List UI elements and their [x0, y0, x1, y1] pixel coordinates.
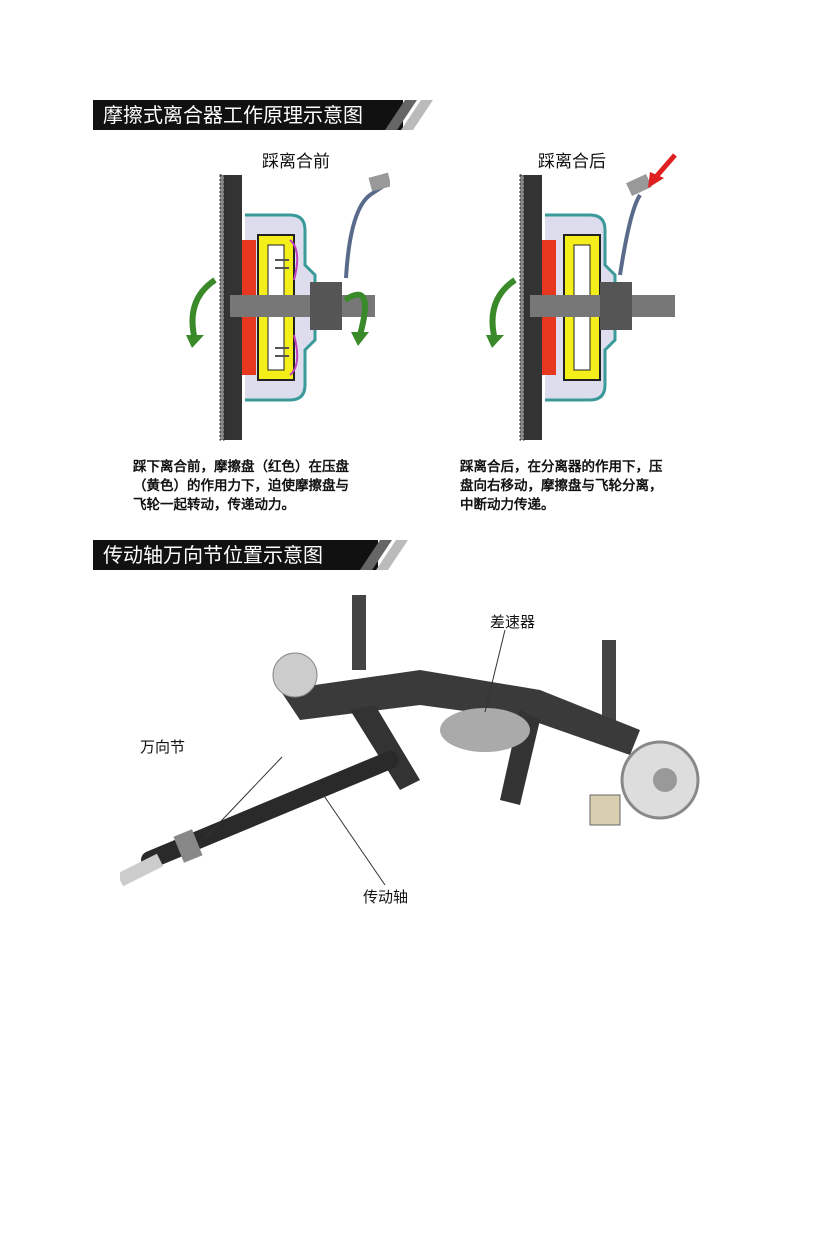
differential-label: 差速器 — [490, 613, 536, 631]
caption-line: 飞轮一起转动，传递动力。 — [133, 497, 295, 513]
caption-line: （黄色）的作用力下，迫使摩擦盘与 — [133, 478, 349, 494]
section-title: 传动轴万向节位置示意图 — [103, 543, 323, 567]
subframe — [280, 670, 640, 755]
before-caption: 踩下离合前，摩擦盘（红色）在压盘 （黄色）的作用力下，迫使摩擦盘与 飞轮一起转动… — [133, 458, 349, 515]
section-banner-driveshaft: 传动轴万向节位置示意图 — [93, 540, 408, 570]
section-banner-clutch: 摩擦式离合器工作原理示意图 — [93, 100, 433, 130]
before-title: 踩离合前 — [262, 152, 330, 172]
after-title: 踩离合后 — [538, 152, 606, 172]
differential — [440, 708, 530, 752]
clutch-after-diagram — [486, 153, 677, 441]
banner-stripes — [358, 540, 408, 570]
caption-line: 踩下离合前，摩擦盘（红色）在压盘 — [133, 459, 349, 475]
universal-joint — [173, 829, 203, 863]
banner-stripes — [383, 100, 433, 130]
clutch-before-diagram — [186, 172, 390, 441]
drive-shaft-label: 传动轴 — [363, 888, 409, 906]
caption-line: 盘向右移动，摩擦盘与飞轮分离， — [460, 478, 663, 494]
push-arrow — [653, 153, 677, 180]
caption-line: 踩离合后，在分离器的作用下，压 — [460, 459, 663, 475]
rear-axle-illustration — [120, 595, 700, 887]
pedal — [368, 172, 390, 192]
after-caption: 踩离合后，在分离器的作用下，压 盘向右移动，摩擦盘与飞轮分离， 中断动力传递。 — [460, 458, 663, 515]
section-title: 摩擦式离合器工作原理示意图 — [103, 103, 363, 127]
pedal — [626, 174, 652, 196]
universal-joint-label: 万向节 — [140, 738, 186, 756]
caption-line: 中断动力传递。 — [460, 497, 555, 513]
